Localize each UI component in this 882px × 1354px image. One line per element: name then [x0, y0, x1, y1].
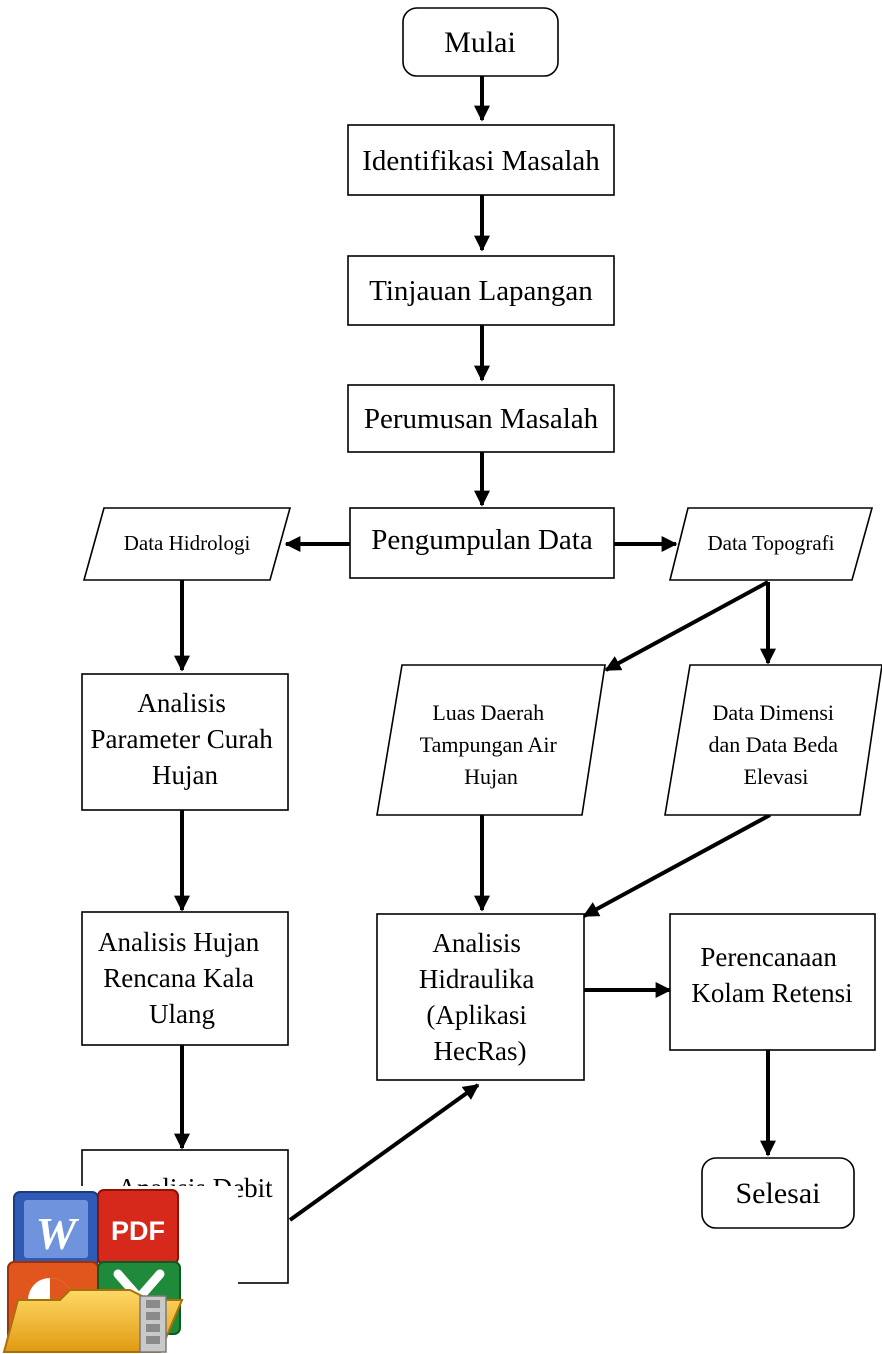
node-hidraulika-line-1: Analisis: [432, 928, 521, 958]
node-data-dimensi: Data Dimensi dan Data Beda Elevasi: [664, 664, 882, 816]
node-perencanaan-kolam-retensi: Perencanaan Kolam Retensi: [669, 913, 876, 1051]
node-data-hidrologi-text: Data Hidrologi: [124, 531, 251, 555]
office-files-overlay-icon: W PDF: [0, 1186, 238, 1354]
node-tinjauan-lapangan: Tinjauan Lapangan: [347, 255, 615, 326]
node-perencanaan-line-2: Kolam Retensi: [691, 978, 852, 1008]
node-luas-line-1: Luas Daerah: [432, 700, 544, 725]
node-selesai-text: Selesai: [736, 1177, 821, 1210]
pdf-icon: PDF: [97, 1189, 179, 1265]
node-analisis-hujan-rencana: Analisis Hujan Rencana Kala Ulang: [81, 911, 289, 1046]
node-luas-daerah: Luas Daerah Tampungan Air Hujan: [376, 664, 606, 816]
node-perumusan-masalah: Perumusan Masalah: [347, 384, 615, 453]
node-dimensi-line-2: dan Data Beda: [709, 732, 839, 757]
node-analisis-curah-line-2: Parameter Curah: [91, 724, 274, 754]
arrow-dimensi-hidraulika: [582, 813, 771, 918]
node-tinjauan-text: Tinjauan Lapangan: [369, 275, 593, 307]
node-rencana-line-1: Analisis Hujan: [98, 927, 260, 957]
node-dimensi-line-1: Data Dimensi: [712, 700, 834, 725]
node-luas-line-3: Hujan: [464, 764, 518, 789]
node-luas-daerah-text: Luas Daerah Tampungan Air Hujan: [420, 700, 563, 789]
node-hidraulika-line-4: HecRas): [434, 1036, 527, 1066]
node-luas-line-2: Tampungan Air: [420, 732, 558, 757]
node-pengumpulan-data: Pengumpulan Data: [349, 507, 615, 579]
node-identifikasi-text: Identifikasi Masalah: [362, 145, 600, 177]
node-analisis-hidraulika: Analisis Hidraulika (Aplikasi HecRas): [376, 913, 585, 1081]
node-rencana-line-2: Rencana Kala: [103, 963, 254, 993]
node-data-topografi: Data Topografi: [668, 507, 874, 581]
node-hidraulika-line-2: Hidraulika: [419, 964, 534, 994]
node-data-topografi-text: Data Topografi: [707, 531, 834, 555]
node-hidraulika-line-3: (Aplikasi: [426, 1000, 527, 1030]
node-analisis-curah-text: Analisis Parameter Curah Hujan: [91, 688, 280, 790]
node-perumusan-text: Perumusan Masalah: [364, 403, 599, 435]
node-analisis-curah-line-3: Hujan: [152, 760, 218, 790]
connectors: [174, 75, 776, 1222]
node-data-hidrologi: Data Hidrologi: [82, 507, 292, 581]
node-analisis-curah-line-1: Analisis: [137, 688, 226, 718]
folder-zip-icon: [2, 1289, 184, 1353]
node-analisis-hidraulika-text: Analisis Hidraulika (Aplikasi HecRas): [419, 928, 541, 1066]
node-mulai-text: Mulai: [444, 26, 516, 59]
word-letter: W: [36, 1208, 80, 1259]
node-analisis-rencana-text: Analisis Hujan Rencana Kala Ulang: [98, 927, 266, 1029]
node-dimensi-line-3: Elevasi: [744, 764, 809, 789]
pdf-label: PDF: [111, 1216, 165, 1246]
node-rencana-line-3: Ulang: [149, 999, 215, 1029]
node-pengumpulan-text: Pengumpulan Data: [371, 524, 593, 556]
arrow-debit-hidraulika: [288, 1083, 480, 1222]
node-perencanaan-line-1: Perencanaan: [700, 942, 837, 972]
node-analisis-parameter-curah-hujan: Analisis Parameter Curah Hujan: [81, 673, 289, 811]
node-data-dimensi-text: Data Dimensi dan Data Beda Elevasi: [709, 700, 844, 789]
node-selesai: Selesai: [701, 1157, 855, 1229]
word-icon: W: [13, 1191, 99, 1267]
node-perencanaan-text: Perencanaan Kolam Retensi: [691, 942, 852, 1008]
node-mulai: Mulai: [402, 7, 559, 77]
arrow-topografi-luas: [604, 580, 769, 672]
node-identifikasi-masalah: Identifikasi Masalah: [347, 124, 615, 196]
